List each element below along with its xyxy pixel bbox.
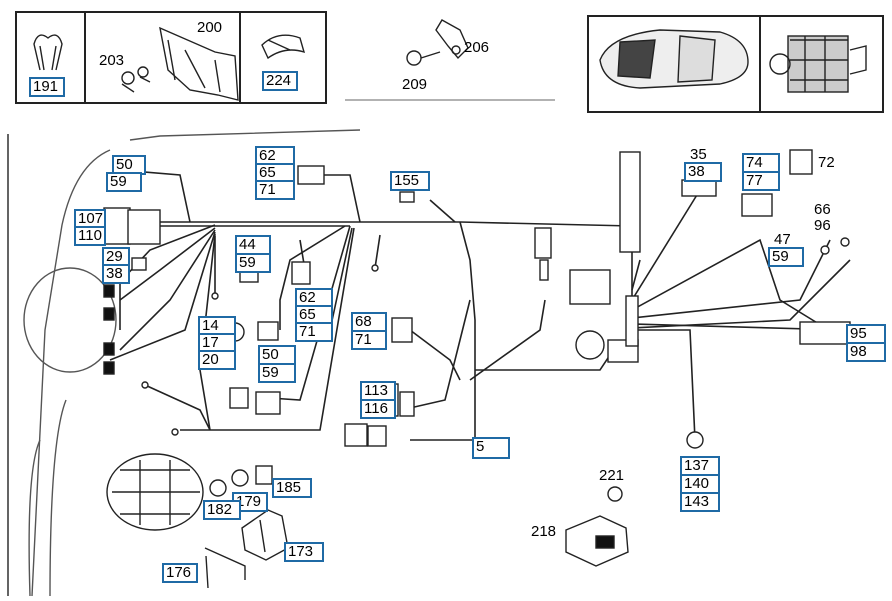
connectors [103, 149, 851, 502]
part-label-62-mid[interactable]: 62 [295, 288, 333, 308]
sensor-218-shape [565, 515, 629, 567]
bracket-173-shape [204, 509, 289, 589]
part-label-38-left[interactable]: 38 [102, 264, 130, 284]
part-label-98[interactable]: 98 [846, 342, 886, 362]
part-label-221: 221 [599, 467, 625, 484]
part-label-224[interactable]: 224 [262, 71, 298, 91]
part-label-96: 96 [814, 217, 831, 234]
part-label-179[interactable]: 179 [232, 492, 268, 512]
part-label-137[interactable]: 137 [680, 456, 720, 476]
part-label-71-right[interactable]: 71 [351, 330, 387, 350]
part-label-143[interactable]: 143 [680, 492, 720, 512]
part-label-173[interactable]: 173 [284, 542, 324, 562]
part-label-35: 35 [690, 146, 707, 163]
part-label-77[interactable]: 77 [742, 171, 780, 191]
inset-frames [7, 11, 884, 596]
part-label-59-low[interactable]: 59 [258, 363, 296, 383]
part-label-44[interactable]: 44 [235, 235, 271, 255]
part-label-116[interactable]: 116 [360, 399, 396, 419]
part-label-206: 206 [464, 39, 490, 56]
clip-224-shape [261, 34, 306, 60]
part-label-176[interactable]: 176 [162, 563, 198, 583]
part-label-71-top[interactable]: 71 [255, 180, 295, 200]
part-label-191[interactable]: 191 [29, 77, 65, 97]
part-label-71-mid[interactable]: 71 [295, 322, 333, 342]
part-label-155[interactable]: 155 [390, 171, 430, 191]
part-label-218: 218 [531, 523, 557, 540]
main-harness [109, 169, 851, 441]
part-label-20[interactable]: 20 [198, 350, 236, 370]
part-label-113[interactable]: 113 [360, 381, 396, 401]
clip-191-shape [33, 34, 63, 71]
part-label-110[interactable]: 110 [74, 226, 106, 246]
vehicle-body-outline [23, 129, 361, 597]
part-label-209: 209 [402, 76, 428, 93]
bracket-206-shape [406, 19, 469, 66]
part-label-203: 203 [99, 52, 125, 69]
part-label-59-mid[interactable]: 59 [235, 253, 271, 273]
part-label-200: 200 [197, 19, 223, 36]
part-label-47: 47 [774, 231, 791, 248]
part-label-66: 66 [814, 201, 831, 218]
part-label-5[interactable]: 5 [472, 437, 510, 459]
car-icon [599, 29, 749, 89]
engine-icon [769, 35, 867, 93]
part-label-17[interactable]: 17 [198, 333, 236, 353]
part-label-50-mid[interactable]: 50 [258, 345, 296, 365]
part-label-68[interactable]: 68 [351, 312, 387, 332]
part-label-182[interactable]: 182 [203, 500, 241, 520]
part-label-140[interactable]: 140 [680, 474, 720, 494]
part-label-74[interactable]: 74 [742, 153, 780, 173]
alternator-185-shape [106, 453, 273, 531]
part-label-59-right[interactable]: 59 [768, 247, 804, 267]
part-label-72: 72 [818, 154, 835, 171]
bracket-200-shape [121, 26, 239, 101]
part-label-95[interactable]: 95 [846, 324, 886, 344]
part-label-185[interactable]: 185 [272, 478, 312, 498]
part-label-38-top[interactable]: 38 [684, 162, 722, 182]
part-label-59-top[interactable]: 59 [106, 172, 142, 192]
